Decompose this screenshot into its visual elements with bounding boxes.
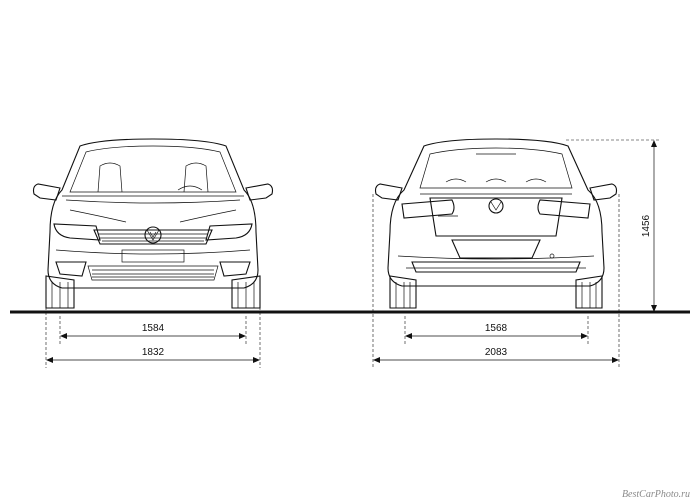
height-label: 1456 — [641, 214, 652, 237]
watermark-text: BestCarPhoto.ru — [622, 489, 690, 500]
car-rear-view — [374, 138, 618, 309]
front-track-label: 1584 — [142, 323, 165, 334]
dim-front-track: 1584 — [60, 323, 246, 339]
car-front-view — [32, 138, 274, 309]
front-width-label: 1832 — [142, 347, 165, 358]
rear-track-label: 1568 — [485, 323, 508, 334]
rear-width-label: 2083 — [485, 347, 508, 358]
dim-front-width: 1832 — [46, 347, 260, 363]
dim-rear-width: 2083 — [373, 347, 619, 363]
dim-height: 1456 — [641, 140, 657, 312]
dim-rear-track: 1568 — [405, 323, 588, 339]
